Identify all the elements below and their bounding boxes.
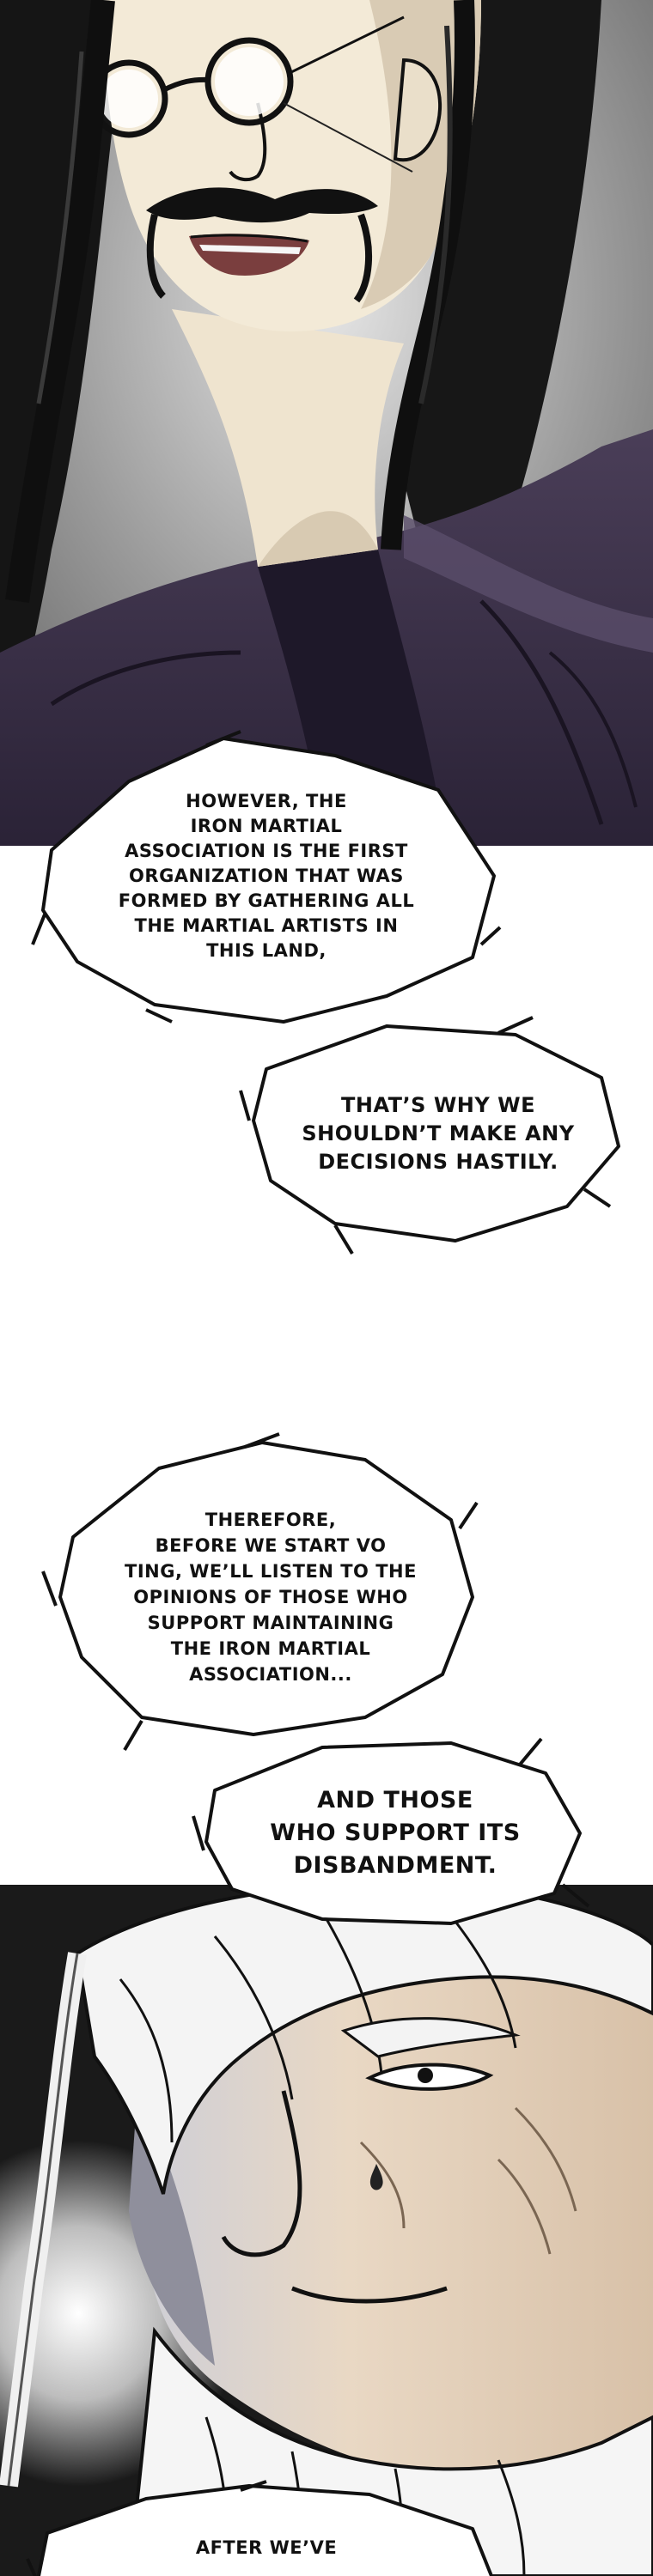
glasses-man-illustration	[0, 0, 653, 850]
speech-bubble-1: HOWEVER, THE IRON MARTIAL ASSOCIATION IS…	[26, 730, 507, 1039]
speech-bubble-4: AND THOSE WHO SUPPORT ITS DISBANDMENT.	[192, 1722, 597, 1945]
bubble-2-line-2: SHOULDN’T MAKE ANY	[302, 1121, 575, 1145]
bubble-5-line-1: AFTER WE’VE	[195, 2537, 338, 2558]
bubble-3-line-3: TING, WE’LL LISTEN TO THE	[125, 1561, 417, 1582]
bubble-1-line-5: FORMED BY GATHERING ALL	[118, 890, 415, 911]
panel-old-man	[0, 1885, 653, 2576]
bubble-1-line-3: ASSOCIATION IS THE FIRST	[125, 840, 408, 861]
bubble-3-line-7: ASSOCIATION...	[189, 1664, 352, 1685]
bubble-text-2: THAT’S WHY WE SHOULDN’T MAKE ANY DECISIO…	[275, 1060, 601, 1206]
bubble-outline-2	[239, 1016, 620, 1255]
bubble-outline-5	[26, 2480, 494, 2576]
bubble-text-1: HOWEVER, THE IRON MARTIAL ASSOCIATION IS…	[77, 777, 455, 975]
bubble-4-line-2: WHO SUPPORT ITS	[270, 1820, 521, 1846]
bubble-text-5: AFTER WE’VE	[77, 2526, 455, 2569]
bubble-3-line-5: SUPPORT MAINTAINING	[147, 1613, 394, 1633]
speech-bubble-5: AFTER WE’VE	[26, 2480, 507, 2576]
bubble-3-line-4: OPINIONS OF THOSE WHO	[133, 1587, 408, 1607]
bubble-4-line-3: DISBANDMENT.	[293, 1852, 497, 1879]
bubble-3-line-6: THE IRON MARTIAL	[170, 1638, 371, 1659]
bubble-2-line-3: DECISIONS HASTILY.	[318, 1149, 558, 1174]
bubble-text-3: THEREFORE, BEFORE WE START VO TING, WE’L…	[90, 1490, 451, 1704]
bubble-outline-4	[192, 1737, 590, 1925]
bubble-4-line-1: AND THOSE	[317, 1787, 473, 1814]
speech-bubble-3: THEREFORE, BEFORE WE START VO TING, WE’L…	[39, 1432, 503, 1760]
bubble-2-line-1: THAT’S WHY WE	[341, 1092, 535, 1117]
bubble-1-line-7: THIS LAND,	[206, 939, 326, 961]
bubble-1-line-2: IRON MARTIAL	[190, 815, 343, 836]
bubble-1-line-1: HOWEVER, THE	[186, 790, 347, 811]
old-man-illustration	[0, 1885, 653, 2576]
bubble-outline-3	[41, 1432, 479, 1752]
bubble-text-4: AND THOSE WHO SUPPORT ITS DISBANDMENT.	[228, 1765, 563, 1902]
bubble-1-line-6: THE MARTIAL ARTISTS IN	[134, 914, 399, 936]
bubble-3-line-2: BEFORE WE START VO	[155, 1535, 387, 1556]
bubble-1-line-4: ORGANIZATION THAT WAS	[129, 865, 404, 886]
speech-bubble-2: THAT’S WHY WE SHOULDN’T MAKE ANY DECISIO…	[239, 1009, 636, 1267]
bubble-3-line-1: THEREFORE,	[204, 1510, 337, 1530]
panel-glasses-man	[0, 0, 653, 850]
bubble-outline-1	[31, 730, 502, 1024]
